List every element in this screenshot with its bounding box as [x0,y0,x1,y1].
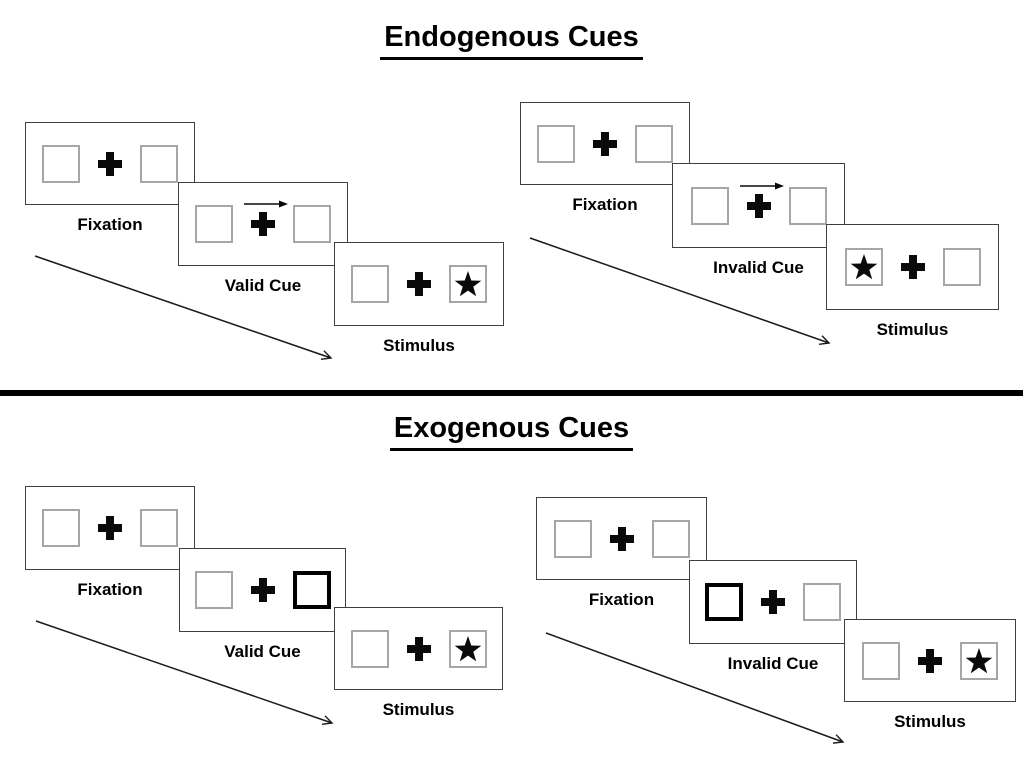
section-divider [0,390,1023,396]
right-box [788,186,827,225]
panel-label: Stimulus [382,700,455,719]
panel-exo-valid-fixation: Fixation [25,486,195,599]
right-box [803,583,841,621]
fixation-cross-wrap [97,151,123,177]
cue-arrow-right-icon [739,182,784,189]
panel-label: Fixation [588,590,655,609]
right-box [942,248,981,286]
panel-label: Fixation [77,580,143,599]
star-icon [454,271,482,297]
panel-label: Valid Cue [224,642,301,661]
fixation-cross-wrap [97,515,123,541]
left-box [195,205,233,243]
right-box [635,124,673,163]
panel-label: Fixation [77,215,143,234]
fixation-cross-icon [406,636,431,661]
left-box-highlighted [705,583,743,621]
panel-exo-valid-cue: Valid Cue [179,548,346,661]
left-box [194,571,233,609]
panel-exo-invalid-stimulus: Stimulus [844,619,1016,731]
left-box [42,144,80,183]
right-box [651,519,690,558]
left-box [862,641,900,680]
fixation-cross-wrap [760,589,786,615]
fixation-cross-icon [593,131,617,156]
fixation-cross-wrap [917,648,943,674]
panel-endo-valid-fixation: Fixation [25,122,195,234]
fixation-cross-icon [918,648,942,673]
fixation-cross-wrap [592,131,618,157]
fixation-cross-icon [609,526,634,551]
flow-arrow-icon [545,632,845,744]
right-box [293,205,331,243]
section-title-endogenous: Endogenous Cues [0,21,1023,60]
cue-arrow-right-icon [244,200,288,208]
fixation-cross-icon [98,151,122,176]
flow-arrow-icon [34,255,333,361]
panel-exo-valid-stimulus: Stimulus [334,607,503,719]
right-box-with-star [448,629,487,668]
left-box [42,509,80,547]
star-icon [454,635,481,661]
left-box [553,519,592,558]
left-box [350,629,389,668]
panel-label: Stimulus [894,712,966,731]
panel-exo-invalid-cue: Invalid Cue [689,560,857,673]
left-box [537,124,575,163]
flow-arrow-icon [35,620,334,726]
fixation-cross-icon [98,516,122,540]
panel-label: Invalid Cue [727,654,819,673]
fixation-cross-icon [900,255,925,279]
panel-label: Valid Cue [224,276,302,295]
fixation-cross-wrap [250,577,276,603]
star-icon [850,254,877,280]
panel-endo-invalid-fixation: Fixation [520,102,690,214]
fixation-cross-wrap [900,254,926,280]
flow-arrow-icon [529,237,831,345]
left-box-with-star [844,248,883,286]
star-icon [965,647,993,673]
right-box-with-star [449,265,487,303]
panel-endo-valid-stimulus: Stimulus [334,242,504,355]
fixation-cross-icon [250,578,275,602]
fixation-cross-wrap [609,526,635,552]
panel-label: Stimulus [876,320,949,339]
right-box [140,144,178,183]
panel-exo-invalid-fixation: Fixation [536,497,707,609]
fixation-cross-icon [407,272,431,296]
section-title-exogenous: Exogenous Cues [0,412,1023,451]
right-box-with-star [960,641,998,680]
panel-endo-valid-cue: Valid Cue [178,182,348,295]
section-title-text: Exogenous Cues [389,412,634,451]
panel-label: Fixation [572,195,638,214]
left-box [690,186,729,225]
panel-endo-invalid-cue: Invalid Cue [672,163,845,277]
fixation-cross-icon [761,590,785,614]
panel-label: Stimulus [383,336,455,355]
panel-endo-invalid-stimulus: Stimulus [826,224,999,339]
left-box [351,265,389,303]
fixation-cross-wrap [739,182,784,219]
fixation-cross-wrap [406,636,432,662]
fixation-cross-wrap [406,271,432,297]
panel-label: Invalid Cue [713,258,804,277]
fixation-cross-wrap [244,200,288,237]
right-box [140,509,178,547]
right-box-highlighted [292,571,331,609]
fixation-cross-icon [746,193,771,218]
fixation-cross-icon [251,212,275,236]
section-title-text: Endogenous Cues [380,21,643,60]
